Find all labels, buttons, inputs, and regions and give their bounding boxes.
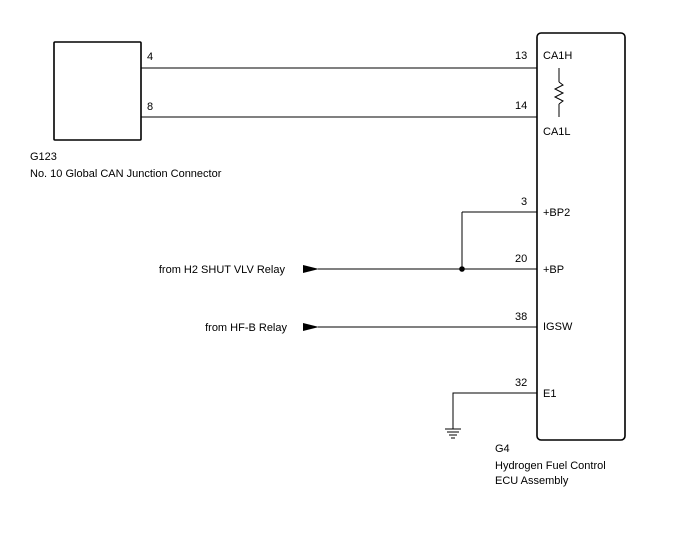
input-h2-shut-vlv-relay: from H2 SHUT VLV Relay bbox=[159, 264, 286, 276]
ecu-terminal-igsw: IGSW bbox=[543, 321, 573, 333]
ecu-pin-14: 14 bbox=[515, 100, 527, 112]
junction-connector-code: G123 bbox=[30, 151, 57, 163]
hfb-relay-arrow-icon bbox=[303, 323, 319, 331]
ecu-name-line2: ECU Assembly bbox=[495, 475, 569, 487]
ground-wire bbox=[452, 392, 537, 429]
ecu-box bbox=[536, 32, 626, 441]
terminating-resistor bbox=[553, 68, 565, 117]
input-hf-b-relay: from HF-B Relay bbox=[205, 322, 287, 334]
junction-connector-box bbox=[53, 41, 142, 141]
ground-icon bbox=[445, 428, 461, 439]
ecu-pin-38: 38 bbox=[515, 311, 527, 323]
ecu-terminal-ca1h: CA1H bbox=[543, 50, 572, 62]
ecu-pin-32: 32 bbox=[515, 377, 527, 389]
ecu-pin-20: 20 bbox=[515, 253, 527, 265]
ecu-pin-3: 3 bbox=[521, 196, 527, 208]
junction-pin-8: 8 bbox=[147, 101, 153, 113]
ecu-pin-13: 13 bbox=[515, 50, 527, 62]
splice-junction-dot bbox=[459, 266, 465, 272]
ecu-terminal-ca1l: CA1L bbox=[543, 126, 571, 138]
junction-pin-4: 4 bbox=[147, 51, 153, 63]
ecu-name-line1: Hydrogen Fuel Control bbox=[495, 460, 606, 472]
ecu-code: G4 bbox=[495, 443, 510, 455]
ecu-terminal-bp2: +BP2 bbox=[543, 207, 570, 219]
ecu-terminal-bp: +BP bbox=[543, 264, 564, 276]
junction-connector-name: No. 10 Global CAN Junction Connector bbox=[30, 168, 222, 180]
ecu-terminal-e1: E1 bbox=[543, 388, 556, 400]
h2-relay-arrow-icon bbox=[303, 265, 319, 273]
